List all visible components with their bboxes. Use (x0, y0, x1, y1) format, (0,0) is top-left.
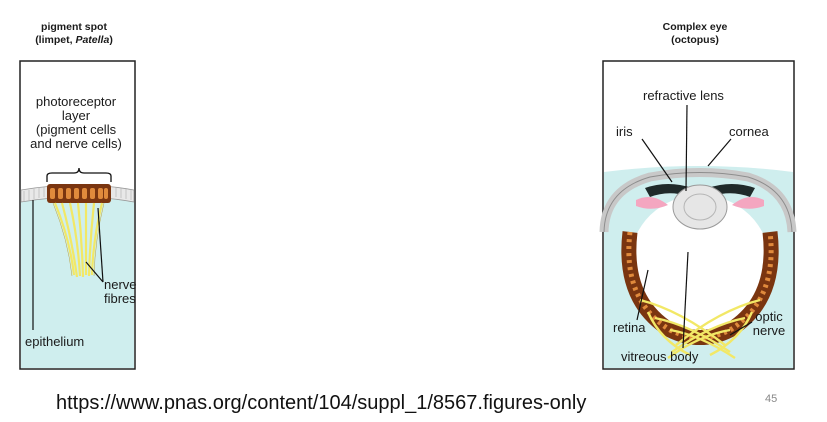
optic-nerve-label: optic nerve (747, 310, 791, 338)
epithelium-hatching (23, 187, 132, 201)
left-panel-title: pigment spot (limpet, Patella) (14, 21, 134, 47)
left-tissue (21, 191, 134, 368)
photoreceptor-line1: photoreceptor (35, 94, 117, 109)
photoreceptor-line4: and nerve cells) (30, 136, 122, 151)
photoreceptor-bracket (46, 167, 112, 182)
nerve-fibres-label: nerve fibres (104, 278, 137, 306)
nerve-label-line1: nerve (104, 277, 137, 292)
retina-label: retina (613, 320, 646, 335)
retina-leader (636, 269, 649, 321)
nerve-leader-1 (97, 207, 104, 283)
ciliary-left (636, 196, 668, 209)
optic-nerve-fibres (639, 298, 761, 360)
refractive-lens-label: refractive lens (643, 88, 724, 103)
photoreceptor-line2: layer (61, 108, 91, 123)
left-title-line2: (limpet, Patella) (35, 34, 113, 46)
ciliary-right (732, 196, 764, 209)
photoreceptor-label: photoreceptor layer (pigment cells and n… (26, 95, 126, 151)
optic-label-line1: optic (755, 309, 783, 324)
optic-label-line2: nerve (752, 323, 786, 338)
slide-number: 45 (765, 393, 778, 405)
right-title-line1: Complex eye (662, 21, 728, 33)
cornea-label: cornea (729, 124, 769, 139)
outer-skin-edge (603, 172, 793, 233)
complex-eye-diagram (599, 60, 797, 370)
source-url: https://www.pnas.org/content/104/suppl_1… (56, 392, 587, 414)
pigment-cells (50, 188, 108, 199)
retina-pigment (626, 231, 774, 340)
lens-leader (685, 104, 688, 192)
vitreous-chamber (630, 195, 770, 331)
iris-label: iris (616, 124, 633, 139)
optic-nerve-leader (729, 321, 753, 336)
iris-leader (641, 138, 673, 183)
refractive-lens (672, 184, 728, 230)
left-title-line1: pigment spot (41, 21, 107, 33)
epithelium-label: epithelium (25, 334, 85, 349)
photoreceptor-line3: (pigment cells (35, 122, 117, 137)
nerve-leader-2 (85, 261, 104, 283)
nerve-fibre-outline (52, 202, 105, 277)
lens-inner (683, 193, 717, 221)
vitreous-body-label: vitreous body (621, 349, 699, 364)
nerve-label-line2: fibres (104, 291, 136, 306)
cornea-leader (707, 138, 732, 167)
pigment-spot-diagram (19, 60, 136, 370)
right-panel-title: Complex eye (octopus) (630, 21, 760, 47)
nerve-fibres (53, 202, 104, 278)
right-title-line2: (octopus) (671, 34, 719, 46)
vitreous-leader (682, 251, 689, 349)
